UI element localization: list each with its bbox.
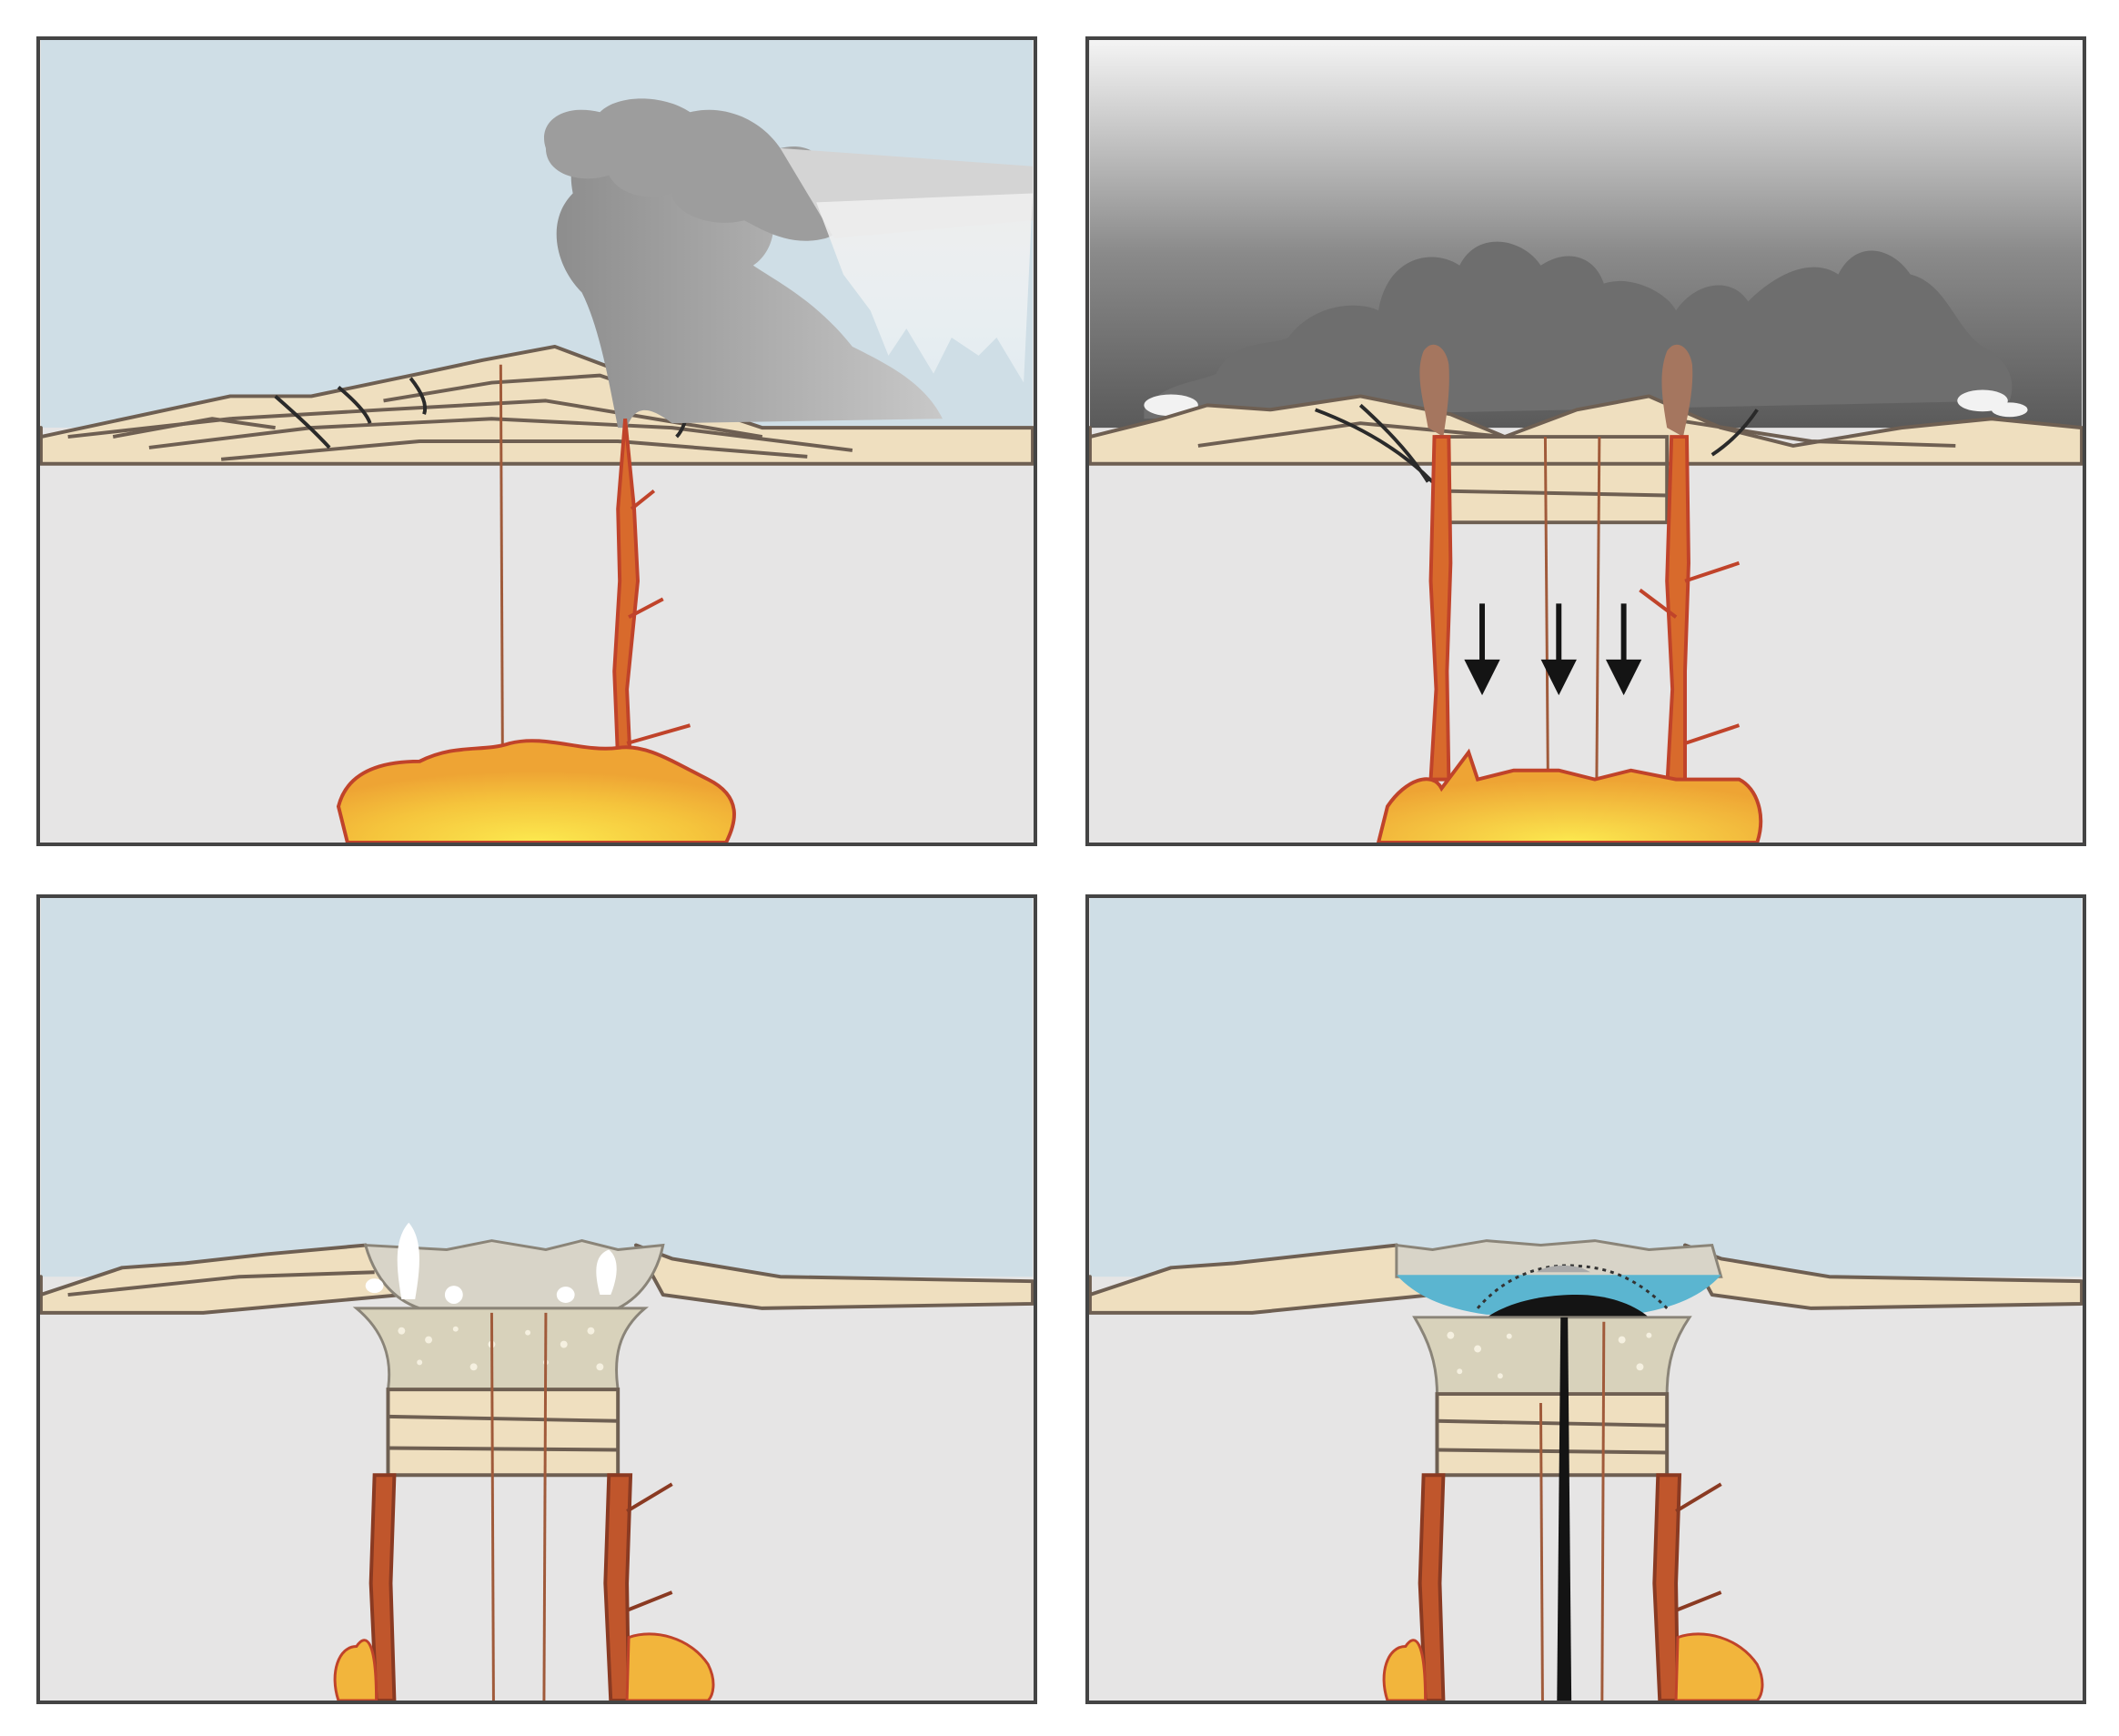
ash-billows — [1144, 241, 2013, 419]
ring-fault-left — [368, 1473, 397, 1701]
caldera-depression — [363, 1239, 665, 1310]
lava-dome — [1486, 1295, 1650, 1317]
feeder-dikes — [489, 1312, 548, 1701]
panel-eruption-stage — [36, 36, 1037, 846]
down-arrow-icon — [1540, 603, 1577, 696]
conduit-left — [1428, 435, 1453, 782]
magma-chamber — [1377, 748, 1763, 843]
ash-fall — [816, 193, 1034, 383]
resurgent-dome-outline — [1476, 1264, 1669, 1309]
panel-collapse-stage — [1085, 36, 2086, 846]
ring-fault-right — [1652, 1473, 1722, 1701]
collapse-stage-diagram — [1089, 40, 2083, 843]
volcanic-edifice — [40, 344, 1034, 466]
breccia-clasts — [1447, 1331, 1652, 1379]
resurgence-stage-diagram — [1089, 898, 2083, 1701]
subsided-block — [386, 1388, 621, 1478]
volcanic-edifice — [1089, 1243, 2083, 1315]
subsiding-block — [1435, 435, 1670, 525]
down-arrow-icon — [1605, 603, 1642, 696]
cooling-magma-right — [625, 1632, 715, 1701]
caldera-fill-breccia — [352, 1307, 650, 1391]
cooling-magma-left — [333, 1639, 378, 1701]
cooling-magma-right — [1674, 1632, 1764, 1701]
fractures — [274, 377, 692, 449]
ring-fault-left — [1418, 1473, 1446, 1701]
ring-faults — [1315, 403, 1759, 483]
sky — [40, 898, 1034, 1277]
caldera-fill-breccia — [1412, 1316, 1692, 1396]
caldera-stage-diagram — [40, 898, 1034, 1701]
sky — [1089, 898, 2083, 1277]
caldera-lake — [1396, 1275, 1721, 1315]
vent-plumes — [1419, 344, 1693, 438]
down-arrow-icon — [1464, 603, 1500, 696]
feeder-dike — [499, 364, 504, 752]
resurgent-dome — [1536, 1265, 1590, 1273]
feeder-dikes — [1539, 1321, 1606, 1701]
dome-feeder-dike — [1557, 1317, 1572, 1701]
cooling-magma-left — [1382, 1639, 1428, 1701]
ring-fault-right — [603, 1473, 673, 1701]
feeder-dikes — [1543, 437, 1601, 780]
panel-resurgence-stage — [1085, 894, 2086, 1704]
ash-cloud-edge — [1144, 389, 2028, 418]
panel-caldera-stage — [36, 894, 1037, 1704]
volcanic-edifice — [1089, 394, 2083, 466]
fumaroles — [365, 1222, 617, 1304]
magma-chamber — [336, 739, 736, 843]
volcanic-edifice — [40, 1243, 1034, 1315]
eruption-stage-diagram — [40, 40, 1034, 843]
subsided-block — [1435, 1392, 1670, 1478]
